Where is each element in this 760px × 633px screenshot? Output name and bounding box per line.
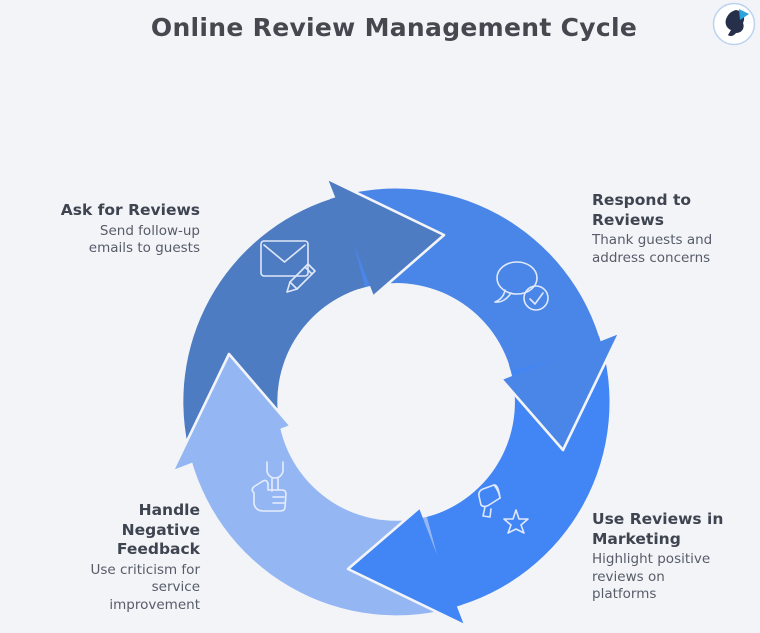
logo-badge bbox=[712, 2, 756, 46]
speech-bubble-check-icon bbox=[494, 261, 549, 311]
step-ask-for-reviews: Ask for Reviews Send follow-up emails to… bbox=[10, 201, 200, 258]
page-title: Online Review Management Cycle bbox=[150, 13, 638, 42]
step-description: Send follow-up emails to guests bbox=[88, 222, 200, 257]
segment-ask-arrowhead bbox=[327, 177, 446, 297]
segment-marketing-arrowhead bbox=[346, 507, 465, 627]
step-respond-to-reviews: Respond to Reviews Thank guests and addr… bbox=[592, 191, 742, 267]
wrench-hand-icon bbox=[251, 461, 287, 512]
step-title: Ask for Reviews bbox=[60, 201, 200, 219]
hummingbird-logo-icon bbox=[725, 10, 745, 37]
step-title: Handle Negative Feedback bbox=[116, 501, 200, 559]
step-description: Thank guests and address concerns bbox=[592, 232, 713, 266]
step-use-reviews-in-marketing: Use Reviews in Marketing Highlight posit… bbox=[592, 510, 742, 604]
step-title: Respond to Reviews bbox=[592, 191, 692, 229]
megaphone-star-icon bbox=[478, 484, 529, 534]
envelope-pencil-icon bbox=[260, 240, 316, 293]
segment-feedback-arrowhead bbox=[171, 352, 291, 471]
step-handle-negative-feedback: Handle Negative Feedback Use criticism f… bbox=[30, 501, 201, 614]
step-description: Highlight positive reviews on platforms bbox=[592, 551, 711, 603]
step-description: Use criticism for service improvement bbox=[90, 561, 201, 613]
step-title: Use Reviews in Marketing bbox=[592, 510, 724, 548]
logo-wing-accent bbox=[739, 9, 749, 20]
segment-respond-arrowhead bbox=[501, 333, 621, 452]
